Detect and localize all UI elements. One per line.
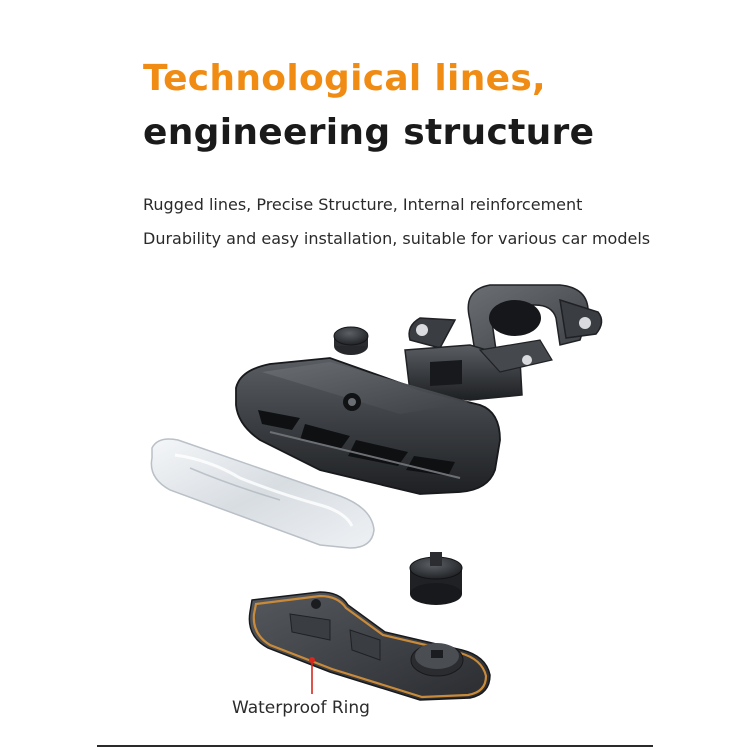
waterproof-ring-label: Waterproof Ring (232, 698, 370, 718)
main-housing (235, 357, 501, 495)
bottom-divider (97, 745, 653, 747)
base-plate (248, 591, 491, 701)
light-lens (150, 438, 375, 549)
button-cap (333, 326, 369, 355)
description-line-1: Rugged lines, Precise Structure, Interna… (143, 195, 583, 214)
heading-line-accent: Technological lines, (143, 58, 547, 99)
heading-line-main: engineering structure (143, 112, 595, 153)
description-line-2: Durability and easy installation, suitab… (143, 229, 651, 248)
waterproof-ring-seal (252, 594, 488, 699)
callout-pointer (309, 657, 315, 694)
handlebar-clamp (404, 284, 603, 401)
charging-port-cap (409, 552, 463, 605)
